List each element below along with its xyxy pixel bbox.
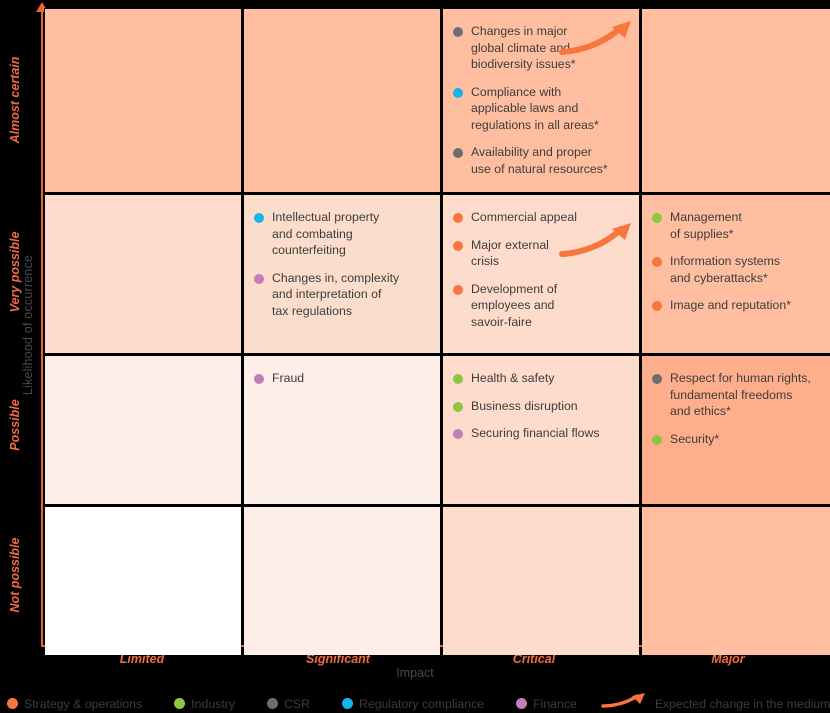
legend-item-expected-change[interactable]: Expected change in the medium to long te… (601, 693, 830, 713)
risk-item[interactable]: Major external crisis (453, 237, 629, 270)
risk-label: Intellectual property and combating coun… (272, 210, 380, 257)
category-dot-strategy-operations (453, 213, 463, 223)
risk-label: Security* (670, 431, 720, 446)
expected-change-arrow-icon (601, 693, 649, 713)
cell-not-possible-limited (45, 507, 241, 655)
legend-label: Finance (533, 696, 577, 711)
risk-item[interactable]: Health & safety (453, 370, 629, 387)
legend-dot-strategy-operations (7, 698, 18, 709)
category-dot-finance (254, 273, 264, 284)
legend-dot-industry (174, 698, 186, 709)
cell-not-possible-critical (443, 507, 639, 655)
risk-label: Image and reputation* (670, 298, 792, 312)
risk-item[interactable]: Commercial appeal (453, 209, 629, 226)
cell-possible-major: Respect for human rights, fundamental fr… (642, 356, 830, 504)
legend-dot-finance (516, 698, 528, 709)
risk-label: Changes in, complexity and interpretatio… (272, 270, 400, 318)
category-dot-industry (453, 374, 463, 384)
y-tick-very-possible: Very possible (8, 231, 22, 313)
risk-label: Compliance with applicable laws and regu… (471, 84, 599, 132)
risk-item[interactable]: Securing financial flows (453, 425, 629, 442)
risk-item[interactable]: Intellectual property and combating coun… (254, 209, 430, 259)
cell-almost-certain-limited (45, 9, 241, 192)
risk-item[interactable]: Changes in major global climate and biod… (453, 23, 629, 73)
risk-label: Availability and proper use of natural r… (471, 145, 608, 176)
cell-not-possible-significant (244, 507, 440, 655)
risk-label: Commercial appeal (471, 210, 577, 224)
legend-item-strategy-operations[interactable]: Strategy & operations (7, 697, 142, 711)
y-axis-arrow-icon (36, 2, 48, 12)
cell-possible-significant: Fraud (244, 356, 440, 504)
risk-label: Fraud (272, 371, 305, 385)
category-dot-strategy-operations (453, 284, 463, 295)
cell-very-possible-critical: Commercial appeal Major external crisis … (443, 195, 639, 353)
cell-very-possible-limited (45, 195, 241, 353)
legend-label: Regulatory compliance (358, 696, 485, 711)
legend-item-industry[interactable]: Industry (174, 697, 235, 711)
risk-item[interactable]: Availability and proper use of natural r… (453, 144, 629, 177)
x-tick-major: Major (711, 652, 745, 666)
category-dot-strategy-operations (652, 257, 662, 267)
legend-label: Industry (191, 696, 236, 711)
risk-item[interactable]: Management of supplies* (652, 209, 824, 242)
legend-label: Strategy & operations (24, 696, 143, 711)
risk-label: Securing financial flows (471, 426, 600, 440)
x-tick-critical: Critical (512, 652, 556, 666)
legend-label: CSR (284, 696, 310, 711)
x-tick-significant: Significant (306, 652, 370, 666)
risk-label: Major external crisis (471, 237, 549, 269)
cell-almost-certain-major (642, 9, 830, 192)
y-tick-almost-certain: Almost certain (8, 56, 22, 144)
matrix-grid: Changes in major global climate and biod… (44, 8, 830, 655)
category-dot-csr (453, 148, 463, 158)
risk-label: Changes in major global climate and biod… (471, 24, 576, 71)
y-axis-line (41, 10, 43, 646)
risk-label: Development of employees and savoir-fair… (471, 281, 558, 329)
category-dot-industry (652, 213, 662, 223)
x-tick-limited: Limited (119, 652, 165, 666)
category-dot-regulatory-compliance (254, 213, 264, 223)
category-dot-regulatory-compliance (453, 87, 463, 98)
risk-label: Business disruption (471, 398, 578, 413)
cell-almost-certain-significant (244, 9, 440, 192)
category-dot-industry (453, 401, 463, 412)
legend: Strategy & operations Industry CSR Regul… (0, 693, 830, 713)
risk-item[interactable]: Fraud (254, 370, 430, 387)
category-dot-finance (254, 374, 264, 384)
risk-item[interactable]: Development of employees and savoir-fair… (453, 281, 629, 331)
risk-item[interactable]: Image and reputation* (652, 297, 824, 314)
risk-label: Health & safety (471, 371, 555, 385)
risk-item[interactable]: Respect for human rights, fundamental fr… (652, 370, 824, 420)
risk-label: Management of supplies* (670, 210, 742, 241)
risk-label: Information systems and cyberattacks* (670, 254, 781, 285)
risk-item[interactable]: Security* (652, 431, 824, 448)
legend-item-csr[interactable]: CSR (267, 697, 310, 711)
y-axis-title: Likelihood of occurrence (21, 254, 35, 396)
cell-very-possible-significant: Intellectual property and combating coun… (244, 195, 440, 353)
risk-item[interactable]: Changes in, complexity and interpretatio… (254, 270, 430, 320)
risk-item[interactable]: Information systems and cyberattacks* (652, 253, 824, 286)
cell-almost-certain-critical: Changes in major global climate and biod… (443, 9, 639, 192)
risk-item[interactable]: Business disruption (453, 398, 629, 415)
category-dot-strategy-operations (652, 301, 662, 311)
legend-item-regulatory-compliance[interactable]: Regulatory compliance (341, 696, 485, 711)
category-dot-strategy-operations (453, 240, 463, 251)
cell-possible-critical: Health & safety Business disruption Secu… (443, 356, 639, 504)
category-dot-industry (652, 434, 662, 445)
cell-very-possible-major: Management of supplies* Information syst… (642, 195, 830, 353)
x-axis-title: Impact (396, 666, 434, 680)
legend-item-finance[interactable]: Finance (516, 697, 577, 711)
category-dot-csr (652, 374, 662, 384)
category-dot-finance (453, 429, 463, 439)
category-dot-csr (453, 27, 463, 37)
risk-item[interactable]: Compliance with applicable laws and regu… (453, 84, 629, 134)
y-tick-possible: Possible (8, 399, 22, 451)
risk-label: Respect for human rights, fundamental fr… (670, 371, 811, 418)
legend-dot-csr (267, 698, 279, 709)
legend-dot-regulatory-compliance (341, 698, 353, 709)
y-tick-not-possible: Not possible (8, 537, 22, 613)
cell-possible-limited (45, 356, 241, 504)
legend-label: Expected change in the medium to long te… (654, 696, 830, 711)
cell-not-possible-major (642, 507, 830, 655)
